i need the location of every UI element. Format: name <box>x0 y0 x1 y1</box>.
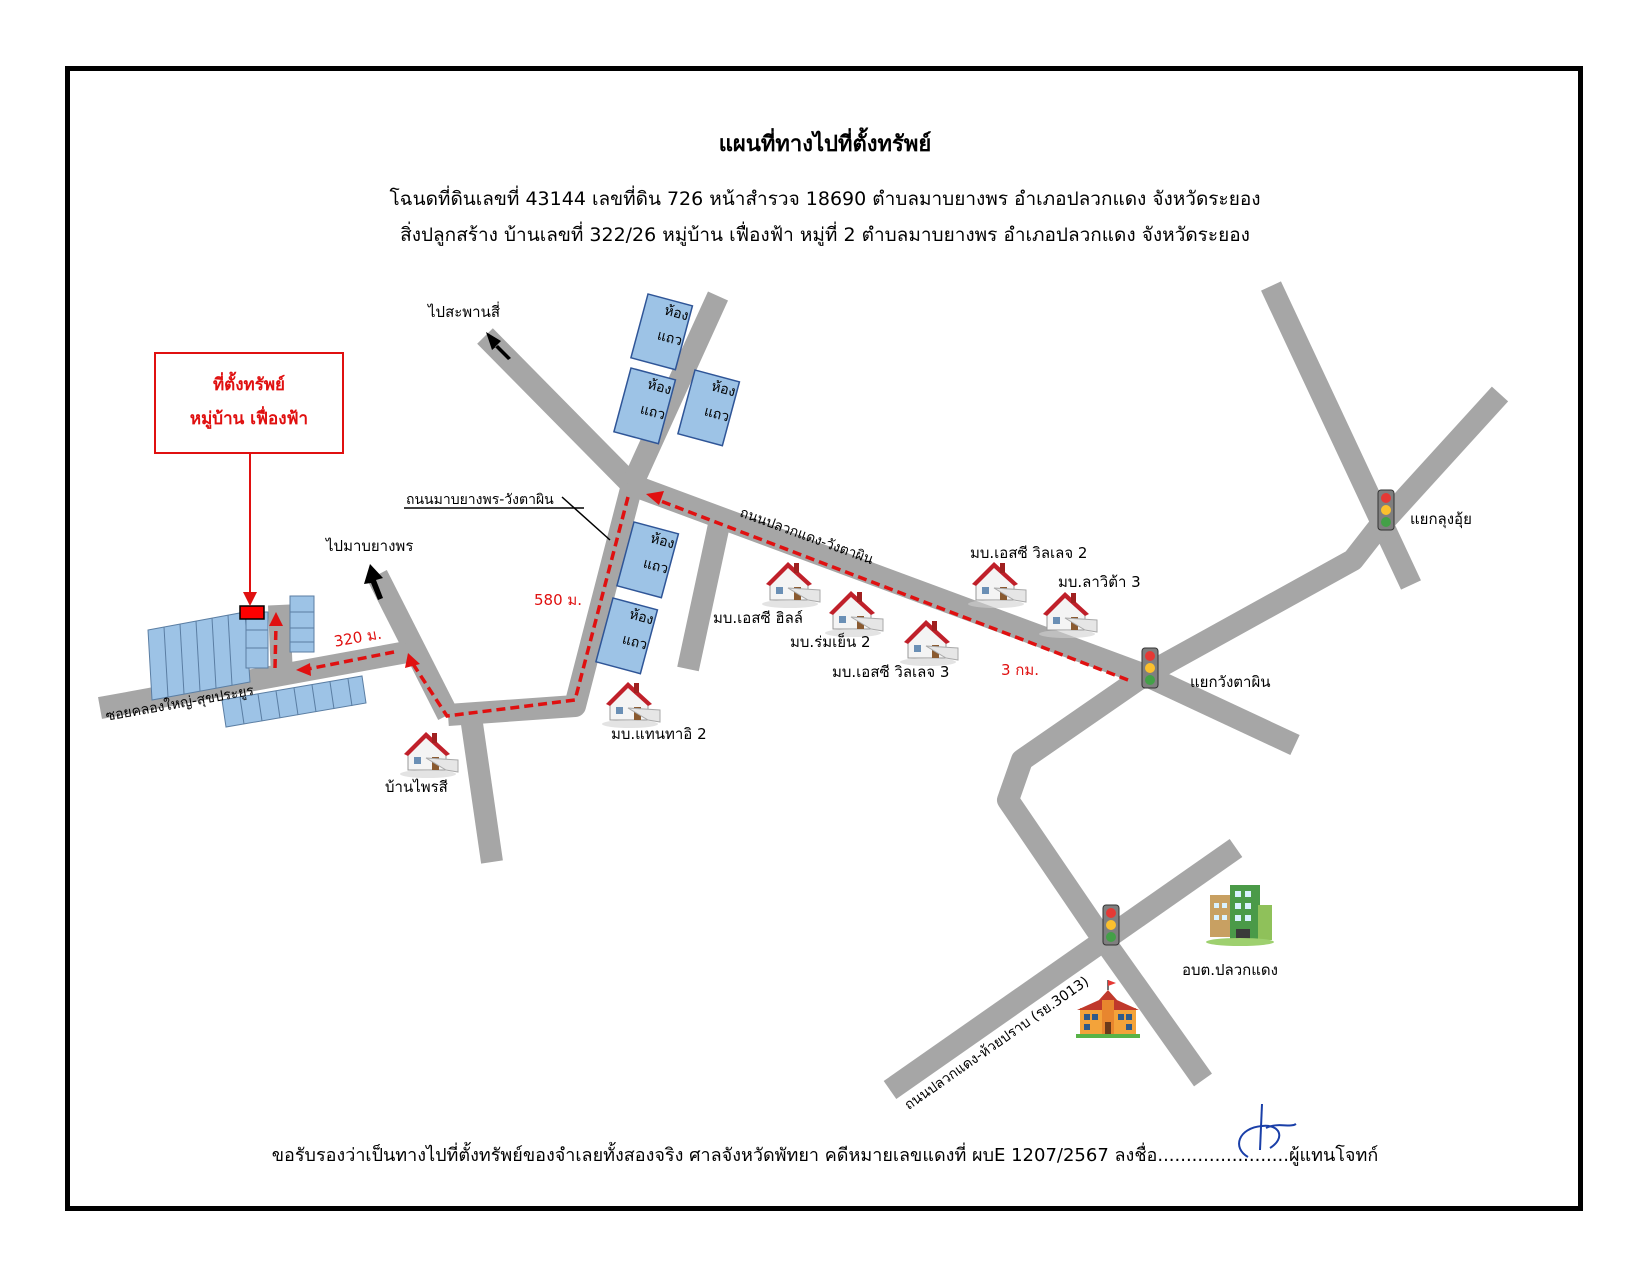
road-soi-inner <box>268 604 293 679</box>
house-icon <box>399 731 459 779</box>
property-callout: ที่ตั้งทรัพย์ หมู่บ้าน เฟื่องฟ้า <box>154 352 344 454</box>
label-to-map-yang-phon: ไปมาบยางพร <box>326 537 414 555</box>
distance-580: 580 ม. <box>534 591 583 609</box>
signature-icon <box>1238 1103 1297 1158</box>
label-esc-village-2: มบ.เอสซี วิลเลจ 2 <box>970 544 1088 562</box>
label-ban-phrai-si: บ้านไพรสี <box>385 778 448 796</box>
label-thanthai-2: มบ.แทนทาอิ 2 <box>611 725 707 743</box>
road-huai-prap-south <box>1091 928 1212 1087</box>
road-to-map-yang-phon <box>367 570 458 720</box>
school-icon <box>1076 980 1140 1038</box>
distance-3km: 3 กม. <box>1001 661 1040 679</box>
label-esc-village-3: มบ.เอสซี วิลเลจ 3 <box>832 663 950 681</box>
road-main-diagonal <box>997 521 1387 942</box>
road-soi-khlong-yai <box>98 641 409 719</box>
road-lung-ui-nw <box>1261 281 1421 590</box>
road-north-vertical <box>621 291 729 490</box>
callout-line-1: ที่ตั้งทรัพย์ <box>212 375 286 395</box>
label-lung-ui-intersection: แยกลุงอุ้ย <box>1410 510 1472 528</box>
callout-pointer <box>243 454 257 606</box>
label-esc-hill: มบ.เอสซี ฮิลล์ <box>713 609 803 627</box>
callout-line-2: หมู่บ้าน เฟื่องฟ้า <box>189 409 309 429</box>
road-wang-ta-phin-east <box>1140 665 1300 755</box>
road-huai-prap <box>883 838 1243 1100</box>
header-line-deed: โฉนดที่ดินเลขที่ 43144 เลขที่ดิน 726 หน้… <box>389 188 1261 210</box>
page-title: แผนที่ทางไปที่ตั้งทรัพย์ <box>718 132 932 157</box>
direction-arrow-icon <box>486 332 511 360</box>
label-lavita-3: มบ.ลาวิต้า 3 <box>1058 573 1141 591</box>
route-arrowheads <box>269 491 664 676</box>
row-house-blocks <box>594 293 741 675</box>
label-to-saphan-si: ไปสะพานสี่ <box>428 303 500 321</box>
traffic-light-icon <box>1102 904 1120 946</box>
office-building-icon <box>1206 885 1274 946</box>
row-house-1 <box>629 293 694 371</box>
row-house-4 <box>615 521 680 599</box>
label-road-map-yang-phon: ถนนมาบยางพร-วังตาผิน <box>406 492 554 508</box>
road-pluak-daeng-wang-ta-phin <box>628 474 1149 686</box>
label-wang-ta-phin-intersection: แยกวังตาผิน <box>1190 673 1271 691</box>
header-line-building: สิ่งปลูกสร้าง บ้านเลขที่ 322/26 หมู่บ้าน… <box>400 224 1250 246</box>
label-obt-pluak-daeng: อบต.ปลวกแดง <box>1182 961 1278 979</box>
certification-footer: ขอรับรองว่าเป็นทางไปที่ตั้งทรัพย์ของจำเล… <box>271 1145 1379 1166</box>
direction-arrow-icon <box>364 564 383 600</box>
road-network <box>98 281 1509 1100</box>
road-label-leader <box>561 496 611 541</box>
row-house-3 <box>676 369 741 447</box>
property-block <box>147 595 367 728</box>
road-to-saphan-si <box>477 328 640 493</box>
route-path <box>273 496 1129 718</box>
house-icon <box>761 561 821 609</box>
row-house-5 <box>594 597 659 675</box>
row-house-2 <box>612 367 677 445</box>
traffic-light-icon <box>1141 647 1159 689</box>
traffic-light-icon <box>1377 489 1395 531</box>
road-lung-ui-ne <box>1369 386 1509 536</box>
label-rom-yen-2: มบ.ร่มเย็น 2 <box>790 633 871 651</box>
property-marker <box>239 605 265 620</box>
road-south-ban-phrai-si <box>459 708 503 864</box>
road-branch-esc-hill <box>677 517 731 672</box>
